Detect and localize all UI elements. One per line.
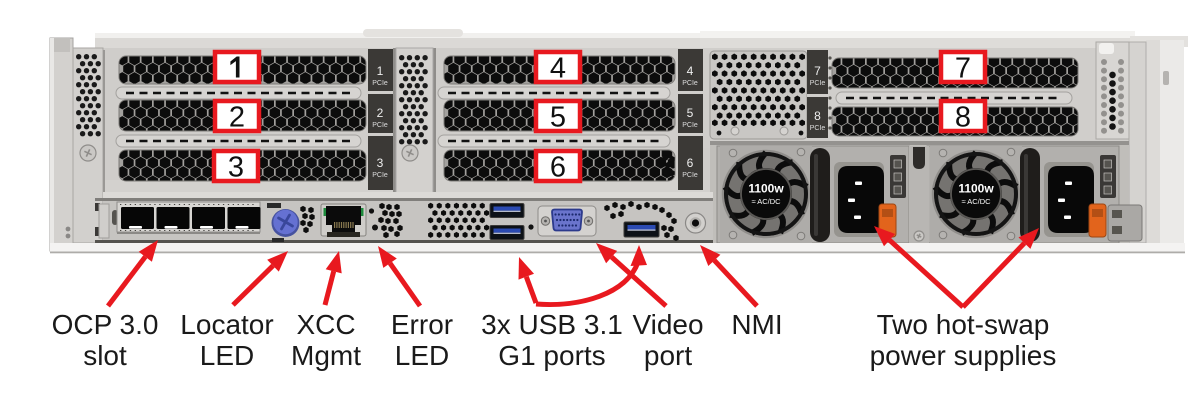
svg-text:port: port	[644, 340, 692, 371]
svg-text:5: 5	[550, 102, 566, 134]
svg-text:G1 ports: G1 ports	[498, 340, 605, 371]
svg-text:Locator: Locator	[180, 309, 273, 340]
svg-text:power supplies: power supplies	[870, 340, 1057, 371]
svg-text:PCIe: PCIe	[372, 122, 388, 129]
svg-text:Video: Video	[632, 309, 703, 340]
svg-text:2: 2	[377, 106, 384, 120]
svg-text:1: 1	[377, 64, 384, 78]
svg-text:8: 8	[814, 109, 821, 123]
svg-text:Mgmt: Mgmt	[291, 340, 361, 371]
svg-text:4: 4	[687, 64, 694, 78]
svg-text:8: 8	[955, 102, 971, 134]
svg-text:LED: LED	[395, 340, 449, 371]
svg-text:PCIe: PCIe	[682, 122, 698, 129]
svg-text:NMI: NMI	[731, 309, 782, 340]
svg-text:2: 2	[229, 102, 245, 134]
svg-text:PCIe: PCIe	[682, 80, 698, 87]
svg-text:Two hot-swap: Two hot-swap	[877, 309, 1050, 340]
svg-text:LED: LED	[200, 340, 254, 371]
svg-text:PCIe: PCIe	[810, 80, 826, 87]
svg-text:7: 7	[955, 53, 971, 85]
svg-text:3: 3	[377, 156, 384, 170]
svg-text:3: 3	[228, 152, 244, 184]
svg-text:PCIe: PCIe	[810, 125, 826, 132]
svg-text:XCC: XCC	[296, 309, 355, 340]
svg-text:6: 6	[687, 156, 694, 170]
svg-text:PCIe: PCIe	[372, 80, 388, 87]
svg-text:PCIe: PCIe	[682, 172, 698, 179]
svg-text:6: 6	[550, 152, 566, 184]
svg-text:PCIe: PCIe	[372, 172, 388, 179]
svg-text:5: 5	[687, 106, 694, 120]
svg-text:4: 4	[550, 53, 566, 85]
svg-text:Error: Error	[391, 309, 453, 340]
svg-text:7: 7	[814, 64, 821, 78]
svg-text:slot: slot	[83, 340, 127, 371]
svg-text:OCP 3.0: OCP 3.0	[52, 309, 159, 340]
svg-text:3x USB 3.1: 3x USB 3.1	[481, 309, 623, 340]
